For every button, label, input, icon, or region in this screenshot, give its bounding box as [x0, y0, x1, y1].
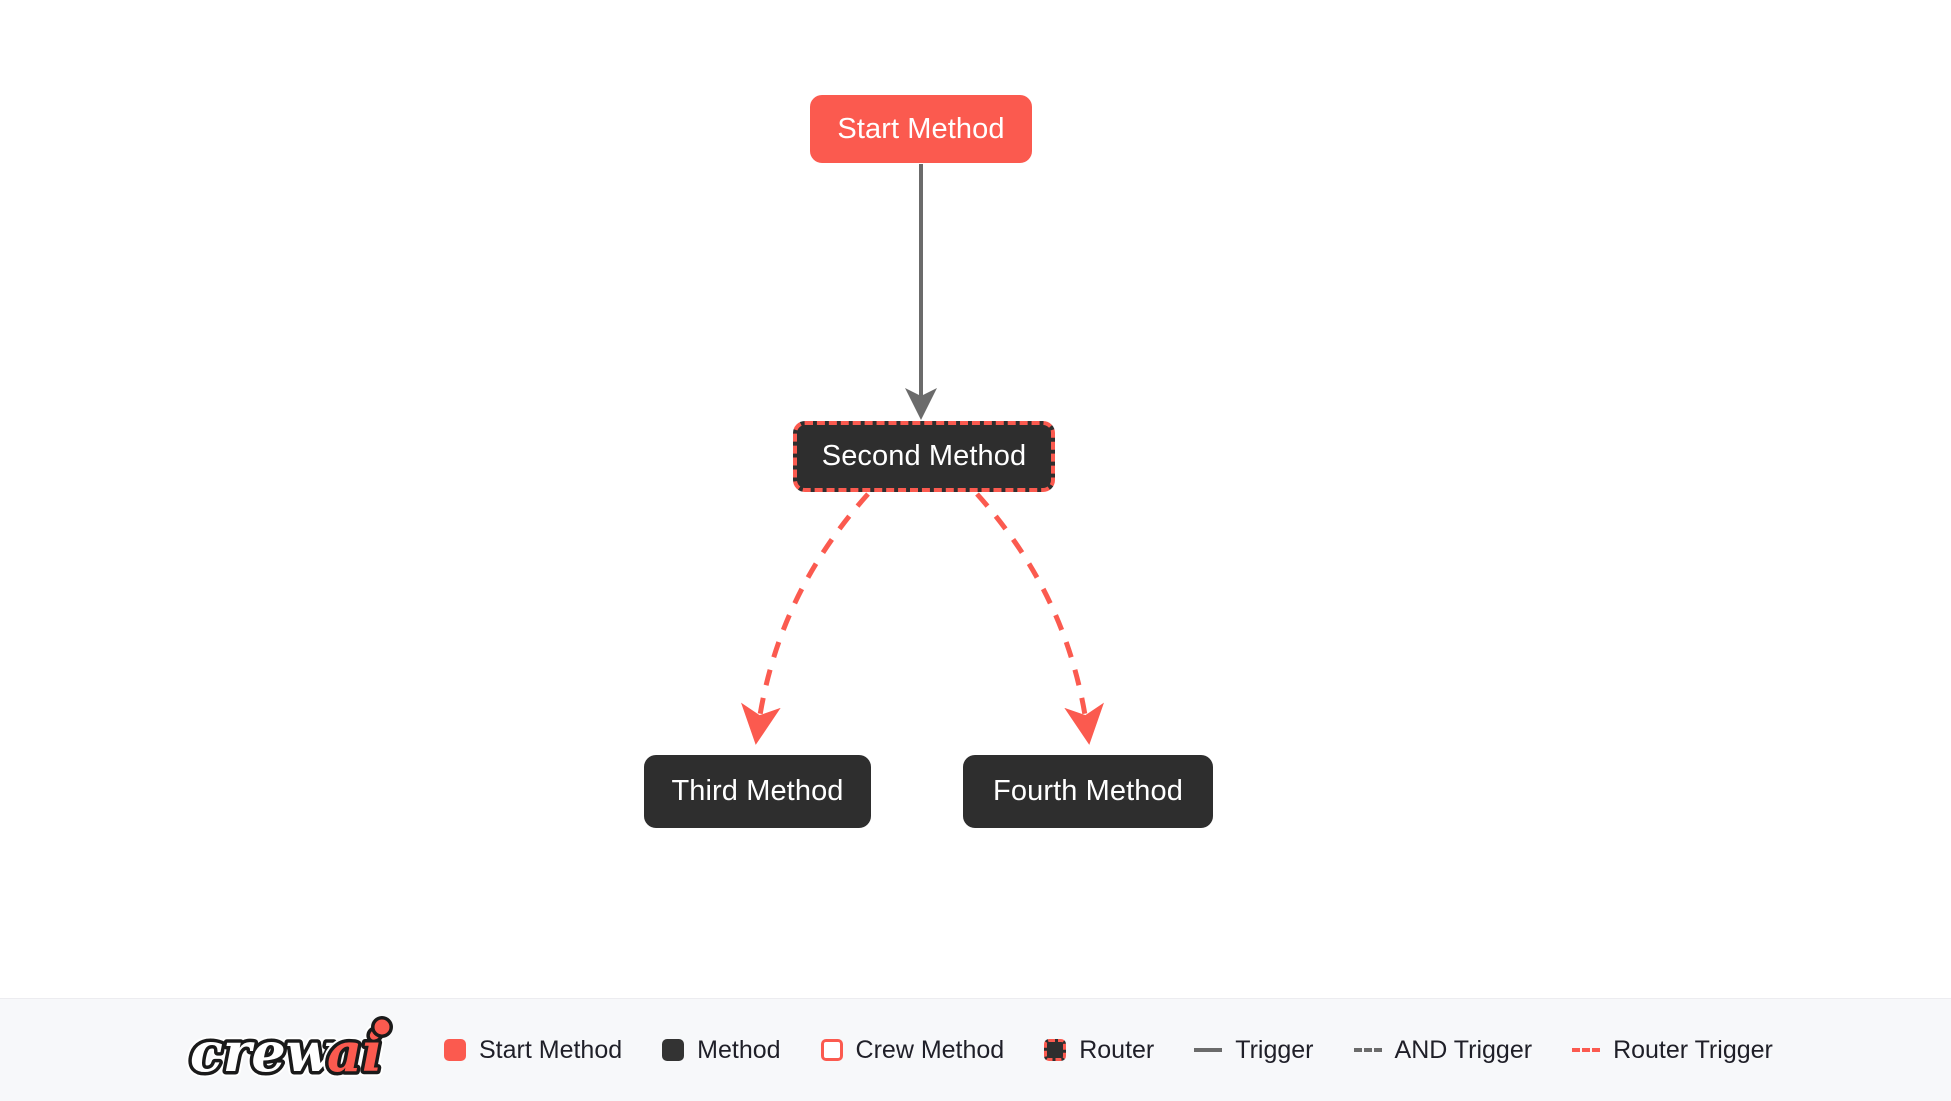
router-trigger-line-icon: [1572, 1048, 1601, 1052]
and-trigger-line-icon: [1353, 1048, 1382, 1052]
node-second-method[interactable]: Second Method: [793, 421, 1055, 492]
legend-items: Start Method Method Crew Method Router T…: [444, 1035, 1773, 1064]
legend-label: Router Trigger: [1613, 1035, 1773, 1064]
legend-item-router[interactable]: Router: [1044, 1035, 1155, 1064]
legend-label: Trigger: [1235, 1035, 1314, 1064]
node-label: Second Method: [821, 440, 1027, 472]
legend-label: Router: [1079, 1035, 1155, 1064]
node-start-method[interactable]: Start Method: [810, 95, 1032, 163]
legend-label: Crew Method: [855, 1035, 1005, 1064]
logo-text-outer-halo: crew: [190, 1020, 335, 1084]
trigger-line-icon: [1194, 1048, 1223, 1052]
node-fourth-method[interactable]: Fourth Method: [963, 755, 1213, 828]
legend-item-trigger[interactable]: Trigger: [1194, 1035, 1314, 1064]
edge-second-to-third: [741, 492, 870, 745]
legend-label: AND Trigger: [1394, 1035, 1533, 1064]
router-swatch-icon: [1044, 1039, 1067, 1061]
legend-item-method[interactable]: Method: [662, 1035, 781, 1064]
node-third-method[interactable]: Third Method: [644, 755, 871, 828]
logo-text-outline: crew: [190, 1020, 335, 1084]
edge-second-to-fourth: [975, 492, 1104, 745]
legend-item-router-trigger[interactable]: Router Trigger: [1572, 1035, 1773, 1064]
legend-bar: crew crew crew ai ai ai Start Method Met…: [0, 998, 1951, 1101]
logo-text-primary: crew: [190, 1020, 335, 1084]
start-method-swatch-icon: [444, 1039, 466, 1061]
legend-item-start-method[interactable]: Start Method: [444, 1035, 623, 1064]
legend-item-crew-method[interactable]: Crew Method: [820, 1035, 1005, 1064]
legend-item-and-trigger[interactable]: AND Trigger: [1353, 1035, 1533, 1064]
legend-label: Start Method: [479, 1035, 623, 1064]
node-label: Third Method: [671, 775, 844, 807]
crewai-logo: crew crew crew ai ai ai: [186, 1015, 402, 1087]
logo-dot: [374, 1019, 390, 1035]
legend-label: Method: [697, 1035, 781, 1064]
crew-method-swatch-icon: [820, 1039, 843, 1061]
crewai-logo-icon: crew crew crew ai ai ai: [186, 1015, 393, 1087]
method-swatch-icon: [662, 1039, 685, 1061]
node-label: Start Method: [837, 112, 1005, 145]
node-label: Fourth Method: [993, 775, 1183, 807]
flow-canvas[interactable]: Start Method Second Method Third Method …: [0, 0, 1951, 998]
